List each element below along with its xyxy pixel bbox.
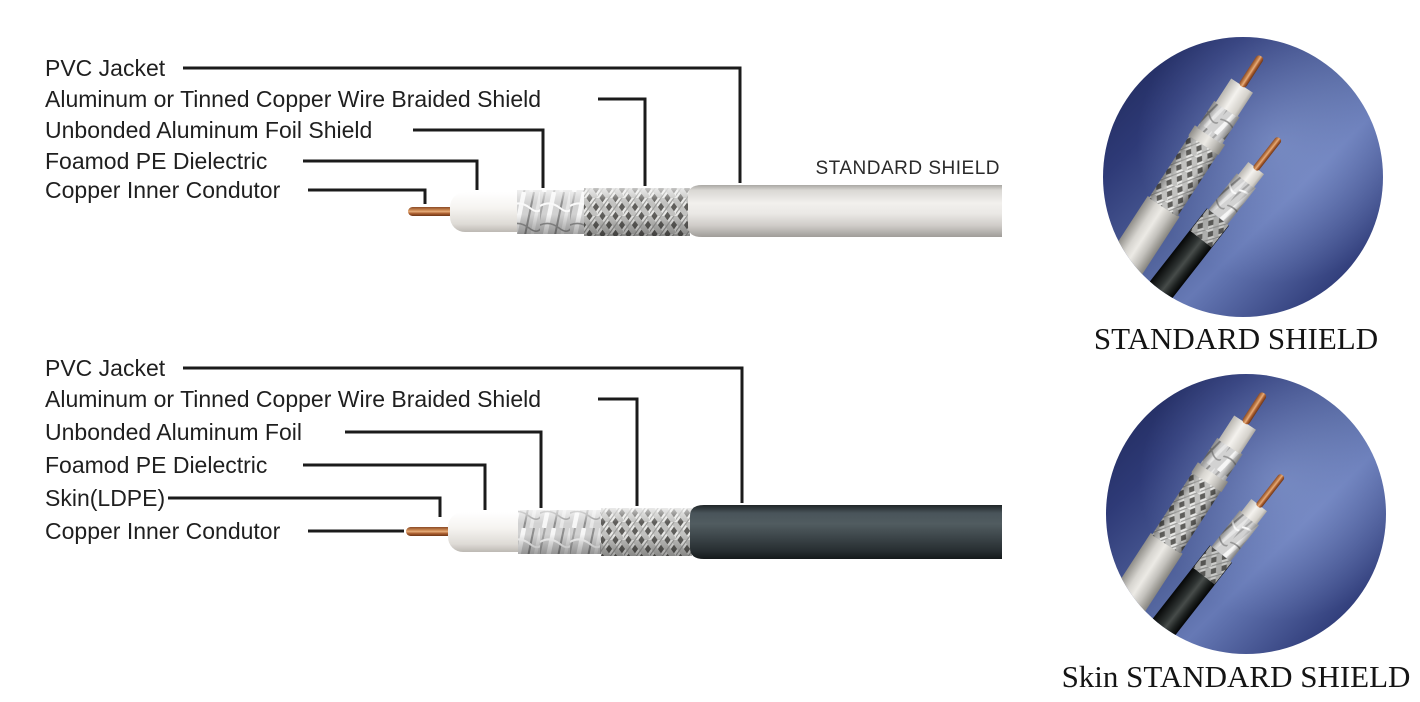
top-cable-illustration (408, 185, 1002, 237)
leader-top-braided-shield (598, 97, 647, 186)
label-top-dielectric: Foamod PE Dielectric (45, 148, 268, 174)
top-cable-pvc-jacket (688, 185, 1002, 237)
label-bottom-copper: Copper Inner Condutor (45, 518, 281, 544)
photo-standard-shield (1071, 37, 1383, 336)
top-cable-dielectric-end (492, 192, 520, 232)
top-cable-foil-shield (517, 190, 584, 234)
photo-skin-standard-shield (1074, 374, 1386, 673)
leader-bottom-foil (345, 430, 543, 508)
photo-caption-skin-standard-shield: Skin STANDARD SHIELD (1061, 659, 1411, 694)
bottom-cable-braided-shield (601, 508, 692, 556)
leader-top-copper (308, 188, 427, 204)
callout-leader-lines (168, 66, 744, 533)
top-cable-copper-conductor (408, 207, 454, 216)
label-top-braided-shield: Aluminum or Tinned Copper Wire Braided S… (45, 86, 542, 112)
bottom-cable-foil-shield (518, 510, 601, 554)
photo-caption-standard-shield: STANDARD SHIELD (1093, 321, 1379, 356)
top-diagram-shield-title: STANDARD SHIELD (815, 158, 1000, 179)
leader-bottom-dielectric (303, 463, 487, 510)
leader-top-dielectric (303, 159, 479, 190)
leader-top-foil-shield (413, 128, 545, 188)
leader-top-pvc-jacket (183, 66, 742, 183)
leader-bottom-pvc-jacket (183, 366, 744, 503)
bottom-cable-illustration (406, 505, 1002, 559)
label-bottom-pvc-jacket: PVC Jacket (45, 355, 166, 381)
label-bottom-skin: Skin(LDPE) (45, 485, 166, 511)
label-top-copper: Copper Inner Condutor (45, 177, 281, 203)
leader-bottom-skin (168, 496, 442, 517)
label-top-pvc-jacket: PVC Jacket (45, 55, 166, 81)
bottom-cable-copper-conductor (406, 527, 452, 536)
label-bottom-dielectric: Foamod PE Dielectric (45, 452, 268, 478)
label-bottom-foil: Unbonded Aluminum Foil (45, 419, 302, 445)
label-bottom-braided-shield: Aluminum or Tinned Copper Wire Braided S… (45, 386, 542, 412)
bottom-cable-pvc-jacket (690, 505, 1002, 559)
label-top-foil-shield: Unbonded Aluminum Foil Shield (45, 117, 373, 143)
leader-bottom-braided-shield (598, 397, 639, 506)
top-cable-braided-shield (584, 188, 690, 236)
bottom-cable-dielectric-end (490, 512, 520, 552)
